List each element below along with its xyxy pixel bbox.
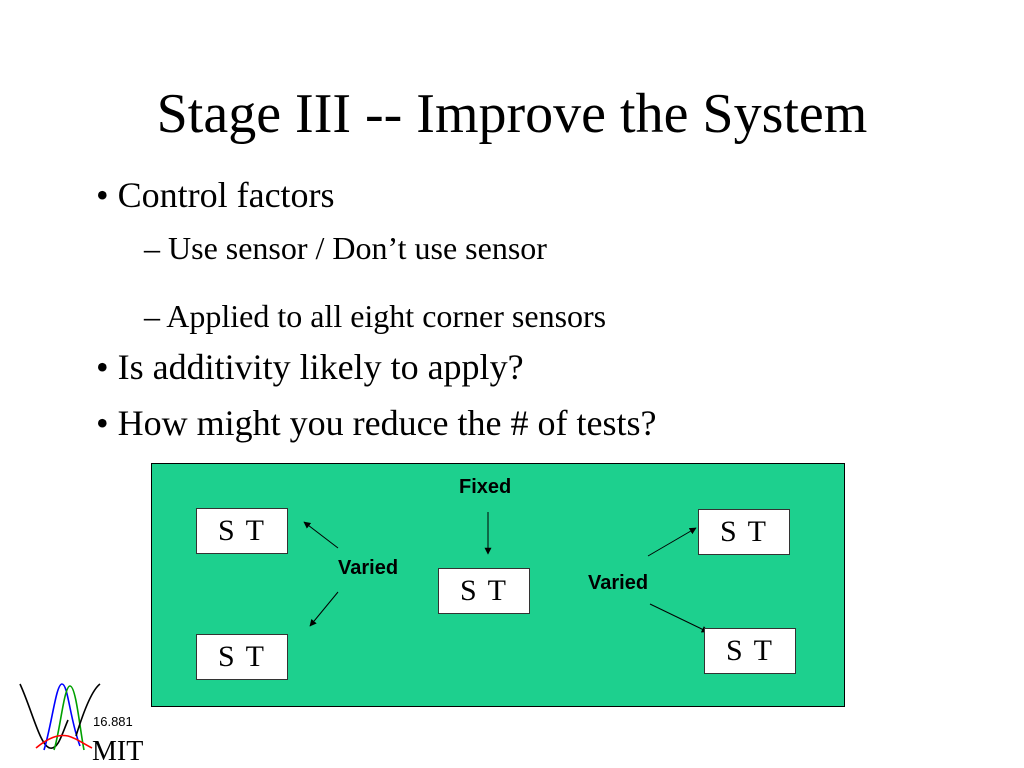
bullet-text: Is additivity likely to apply? (117, 347, 524, 387)
sub-bullet-text: Applied to all eight corner sensors (166, 298, 607, 334)
sub-bullet-text: Use sensor / Don’t use sensor (168, 230, 547, 266)
diagram-arrows (303, 512, 709, 633)
st-box-top-right: S T (698, 509, 790, 555)
bullet-reduce-tests: • How might you reduce the # of tests? (96, 400, 656, 446)
sub-bullet-marker: – (144, 230, 160, 266)
fixed-label: Fixed (459, 476, 512, 498)
arrow-varied-to-top-left (303, 521, 339, 549)
bullet-text: How might you reduce the # of tests? (117, 403, 657, 443)
bullet-marker: • (96, 175, 109, 215)
arrow-varied-to-bottom-left (309, 591, 339, 627)
varied-label-right: Varied (588, 572, 649, 594)
bullet-text: Control factors (117, 175, 335, 215)
bullet-additivity: • Is additivity likely to apply? (96, 344, 524, 390)
sub-bullet-marker: – (144, 298, 160, 334)
sub-bullet-applied-to-sensors: – Applied to all eight corner sensors (144, 296, 606, 336)
course-number: 16.881 (93, 714, 133, 729)
slide-title: Stage III -- Improve the System (156, 83, 868, 145)
st-box-bottom-right: S T (704, 628, 796, 674)
st-box-top-left: S T (196, 508, 288, 554)
varied-label-left: Varied (338, 557, 399, 579)
institution-name: MIT (92, 736, 144, 767)
sub-bullet-use-sensor: – Use sensor / Don’t use sensor (144, 228, 547, 268)
bullet-marker: • (96, 403, 109, 443)
arrow-varied-to-bottom-right (649, 603, 709, 633)
arrow-varied-to-top-right (647, 527, 697, 557)
bullet-control-factors: • Control factors (96, 172, 335, 218)
bullet-marker: • (96, 347, 109, 387)
bell-curves-logo-icon (19, 683, 101, 751)
factor-diagram: Fixed Varied Varied S T S T S T S T S T (151, 463, 845, 707)
st-box-bottom-left: S T (196, 634, 288, 680)
st-box-center: S T (438, 568, 530, 614)
